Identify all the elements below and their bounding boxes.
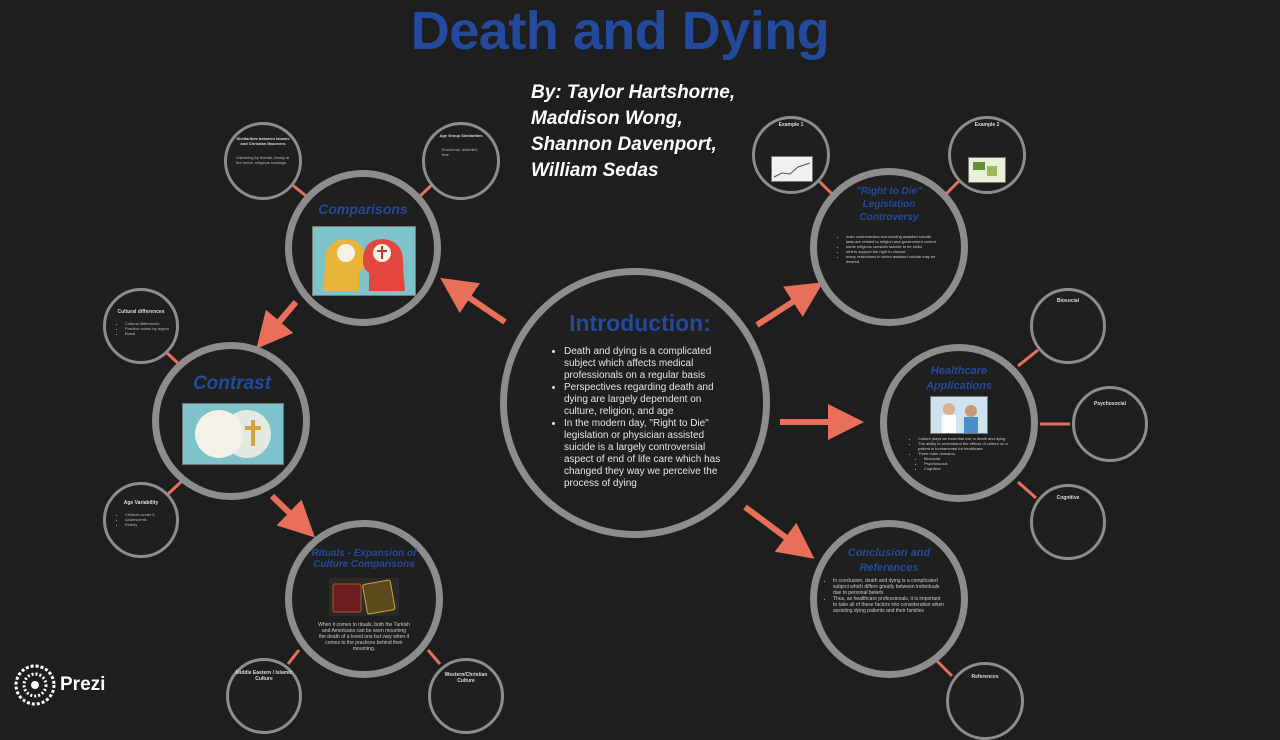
contrast-sub1-circle[interactable] <box>103 288 179 364</box>
presentation-title: Death and Dying <box>410 1 830 61</box>
prezi-logo-icon <box>14 664 56 706</box>
contrast-sub2-title: Age Variability <box>123 500 159 506</box>
healthcare-bullets: Culture plays an essential role in death… <box>912 436 1016 471</box>
contrast-sub1-item: Burial <box>125 331 172 336</box>
right-to-die-bullet: many restrictions in which assisted suic… <box>846 254 936 264</box>
contrast-sub1-item: Practice varies by region <box>125 326 172 331</box>
conclusion-bullets: In conclusion, death and dying is a comp… <box>826 578 944 614</box>
conclusion-bullet: In conclusion, death and dying is a comp… <box>833 578 944 596</box>
two-heads-icon <box>323 239 405 291</box>
right-to-die-circle[interactable] <box>810 168 968 326</box>
comparisons-image <box>312 226 416 296</box>
comparisons-sub1-circle[interactable] <box>224 122 302 200</box>
arrow-to-contrast <box>256 300 299 349</box>
healthcare-bullet: Culture plays an essential role in death… <box>918 436 1016 441</box>
example1-title: Example 1 <box>778 122 804 128</box>
comparisons-sub1-title: Similarities between Islamic and Christi… <box>236 136 290 146</box>
healthcare-heading: Healthcare Applications <box>925 365 992 392</box>
connector <box>1017 480 1037 500</box>
author-line: Maddison Wong, <box>531 108 683 129</box>
prezi-brand-name: Prezi <box>60 674 106 695</box>
right-to-die-bullet: some religions consider suicide to be si… <box>846 244 936 249</box>
conclusion-heading: Conclusion and References <box>847 547 931 574</box>
contrast-heading: Contrast <box>192 373 272 394</box>
connector <box>934 658 954 678</box>
contrast-sub1-title: Cultural differences <box>117 309 165 315</box>
arrow-to-comparisons <box>440 277 507 325</box>
intro-heading: Introduction: <box>569 310 711 336</box>
healthcare-bullet: Three main domains: <box>918 451 1016 456</box>
author-line: William Sedas <box>531 160 659 181</box>
author-line: Shannon Davenport, <box>531 134 717 155</box>
conclusion-bullet: Thus, as healthcare professionals, it is… <box>833 596 944 614</box>
contrast-sub1-items: Cultural differences Practice varies by … <box>116 321 172 336</box>
arrow-to-conclusion <box>743 504 815 559</box>
connector <box>944 178 962 196</box>
cognitive-circle[interactable] <box>1030 484 1106 560</box>
comparisons-sub2-text: Emotional, disbelief, fear <box>442 147 478 157</box>
healthcare-bullet: Psychosocial <box>924 461 1016 466</box>
rituals-sub2-circle[interactable] <box>428 658 504 734</box>
connector <box>286 649 301 665</box>
intro-bullet: Death and dying is a complicated subject… <box>564 346 728 382</box>
arrow-to-right-to-die <box>755 282 824 328</box>
comparisons-heading: Comparisons <box>318 201 408 217</box>
connector-layer <box>164 178 1070 678</box>
holy-books-icon <box>332 579 396 615</box>
rituals-heading: Rituals - Expansion of Culture Compariso… <box>311 548 417 570</box>
chart-thumb-icon <box>773 162 811 178</box>
intro-bullet: In the modern day, "Right to Die" legisl… <box>564 418 728 490</box>
connector <box>166 479 184 496</box>
venn-religion-icon <box>195 410 271 458</box>
comparisons-sub1-text: Gathering by friends, family at the home… <box>236 155 290 165</box>
contrast-sub1-item: Cultural differences <box>125 321 172 326</box>
intro-bullet: Perspectives regarding death and dying a… <box>564 382 728 418</box>
psychosocial-circle[interactable] <box>1072 386 1148 462</box>
example2-title: Example 2 <box>974 122 1000 128</box>
references-title: References <box>971 674 999 680</box>
connector <box>816 178 834 196</box>
healthcare-bullet: Cognitive <box>924 466 1016 471</box>
intro-circle[interactable] <box>500 268 770 538</box>
intro-bullets: Death and dying is a complicated subject… <box>556 346 728 490</box>
psychosocial-title: Psychosocial <box>1094 401 1126 407</box>
contrast-sub2-item: Adolescents <box>125 517 172 522</box>
rituals-sub1-title: Middle Eastern / Islamic Culture <box>235 670 293 682</box>
rituals-image <box>329 578 399 616</box>
author-line: By: Taylor Hartshorne, <box>531 82 736 103</box>
right-to-die-bullet: others support the right to choose <box>846 249 936 254</box>
contrast-sub2-items: Children under 5 Adolescents Elderly <box>116 512 172 527</box>
right-to-die-heading: "Right to Die" Legislation Controversy <box>856 186 922 223</box>
doctor-patient-icon <box>942 403 978 433</box>
rituals-text: When it comes to rituals, both the Turki… <box>318 622 410 652</box>
example2-map-thumb <box>968 157 1006 183</box>
arrow-to-rituals <box>269 493 315 538</box>
contrast-sub2-item: Children under 5 <box>125 512 172 517</box>
conclusion-circle[interactable] <box>810 520 968 678</box>
contrast-sub2-circle[interactable] <box>103 482 179 558</box>
biosocial-title: Biosocial <box>1056 298 1080 304</box>
connector <box>426 649 442 665</box>
contrast-sub2-item: Elderly <box>125 522 172 527</box>
healthcare-bullet: Biosocial <box>924 456 1016 461</box>
healthcare-image <box>930 396 988 434</box>
healthcare-bullet: The ability to understand the effects of… <box>918 441 1016 451</box>
right-to-die-bullet: main controversies surrounding assisted … <box>846 234 936 244</box>
biosocial-circle[interactable] <box>1030 288 1106 364</box>
map-thumb-icon <box>973 162 997 176</box>
cognitive-title: Cognitive <box>1056 495 1080 501</box>
rituals-sub2-title: Western/Christian Culture <box>444 672 488 684</box>
comparisons-sub2-circle[interactable] <box>422 122 500 200</box>
example1-chart-thumb <box>771 156 813 182</box>
authors: By: Taylor Hartshorne, Maddison Wong, Sh… <box>531 80 735 184</box>
connector <box>1017 348 1039 368</box>
right-to-die-bullets: main controversies surrounding assisted … <box>840 234 936 264</box>
contrast-image <box>182 403 284 465</box>
comparisons-sub2-title: Age Group Similarities <box>439 133 483 138</box>
